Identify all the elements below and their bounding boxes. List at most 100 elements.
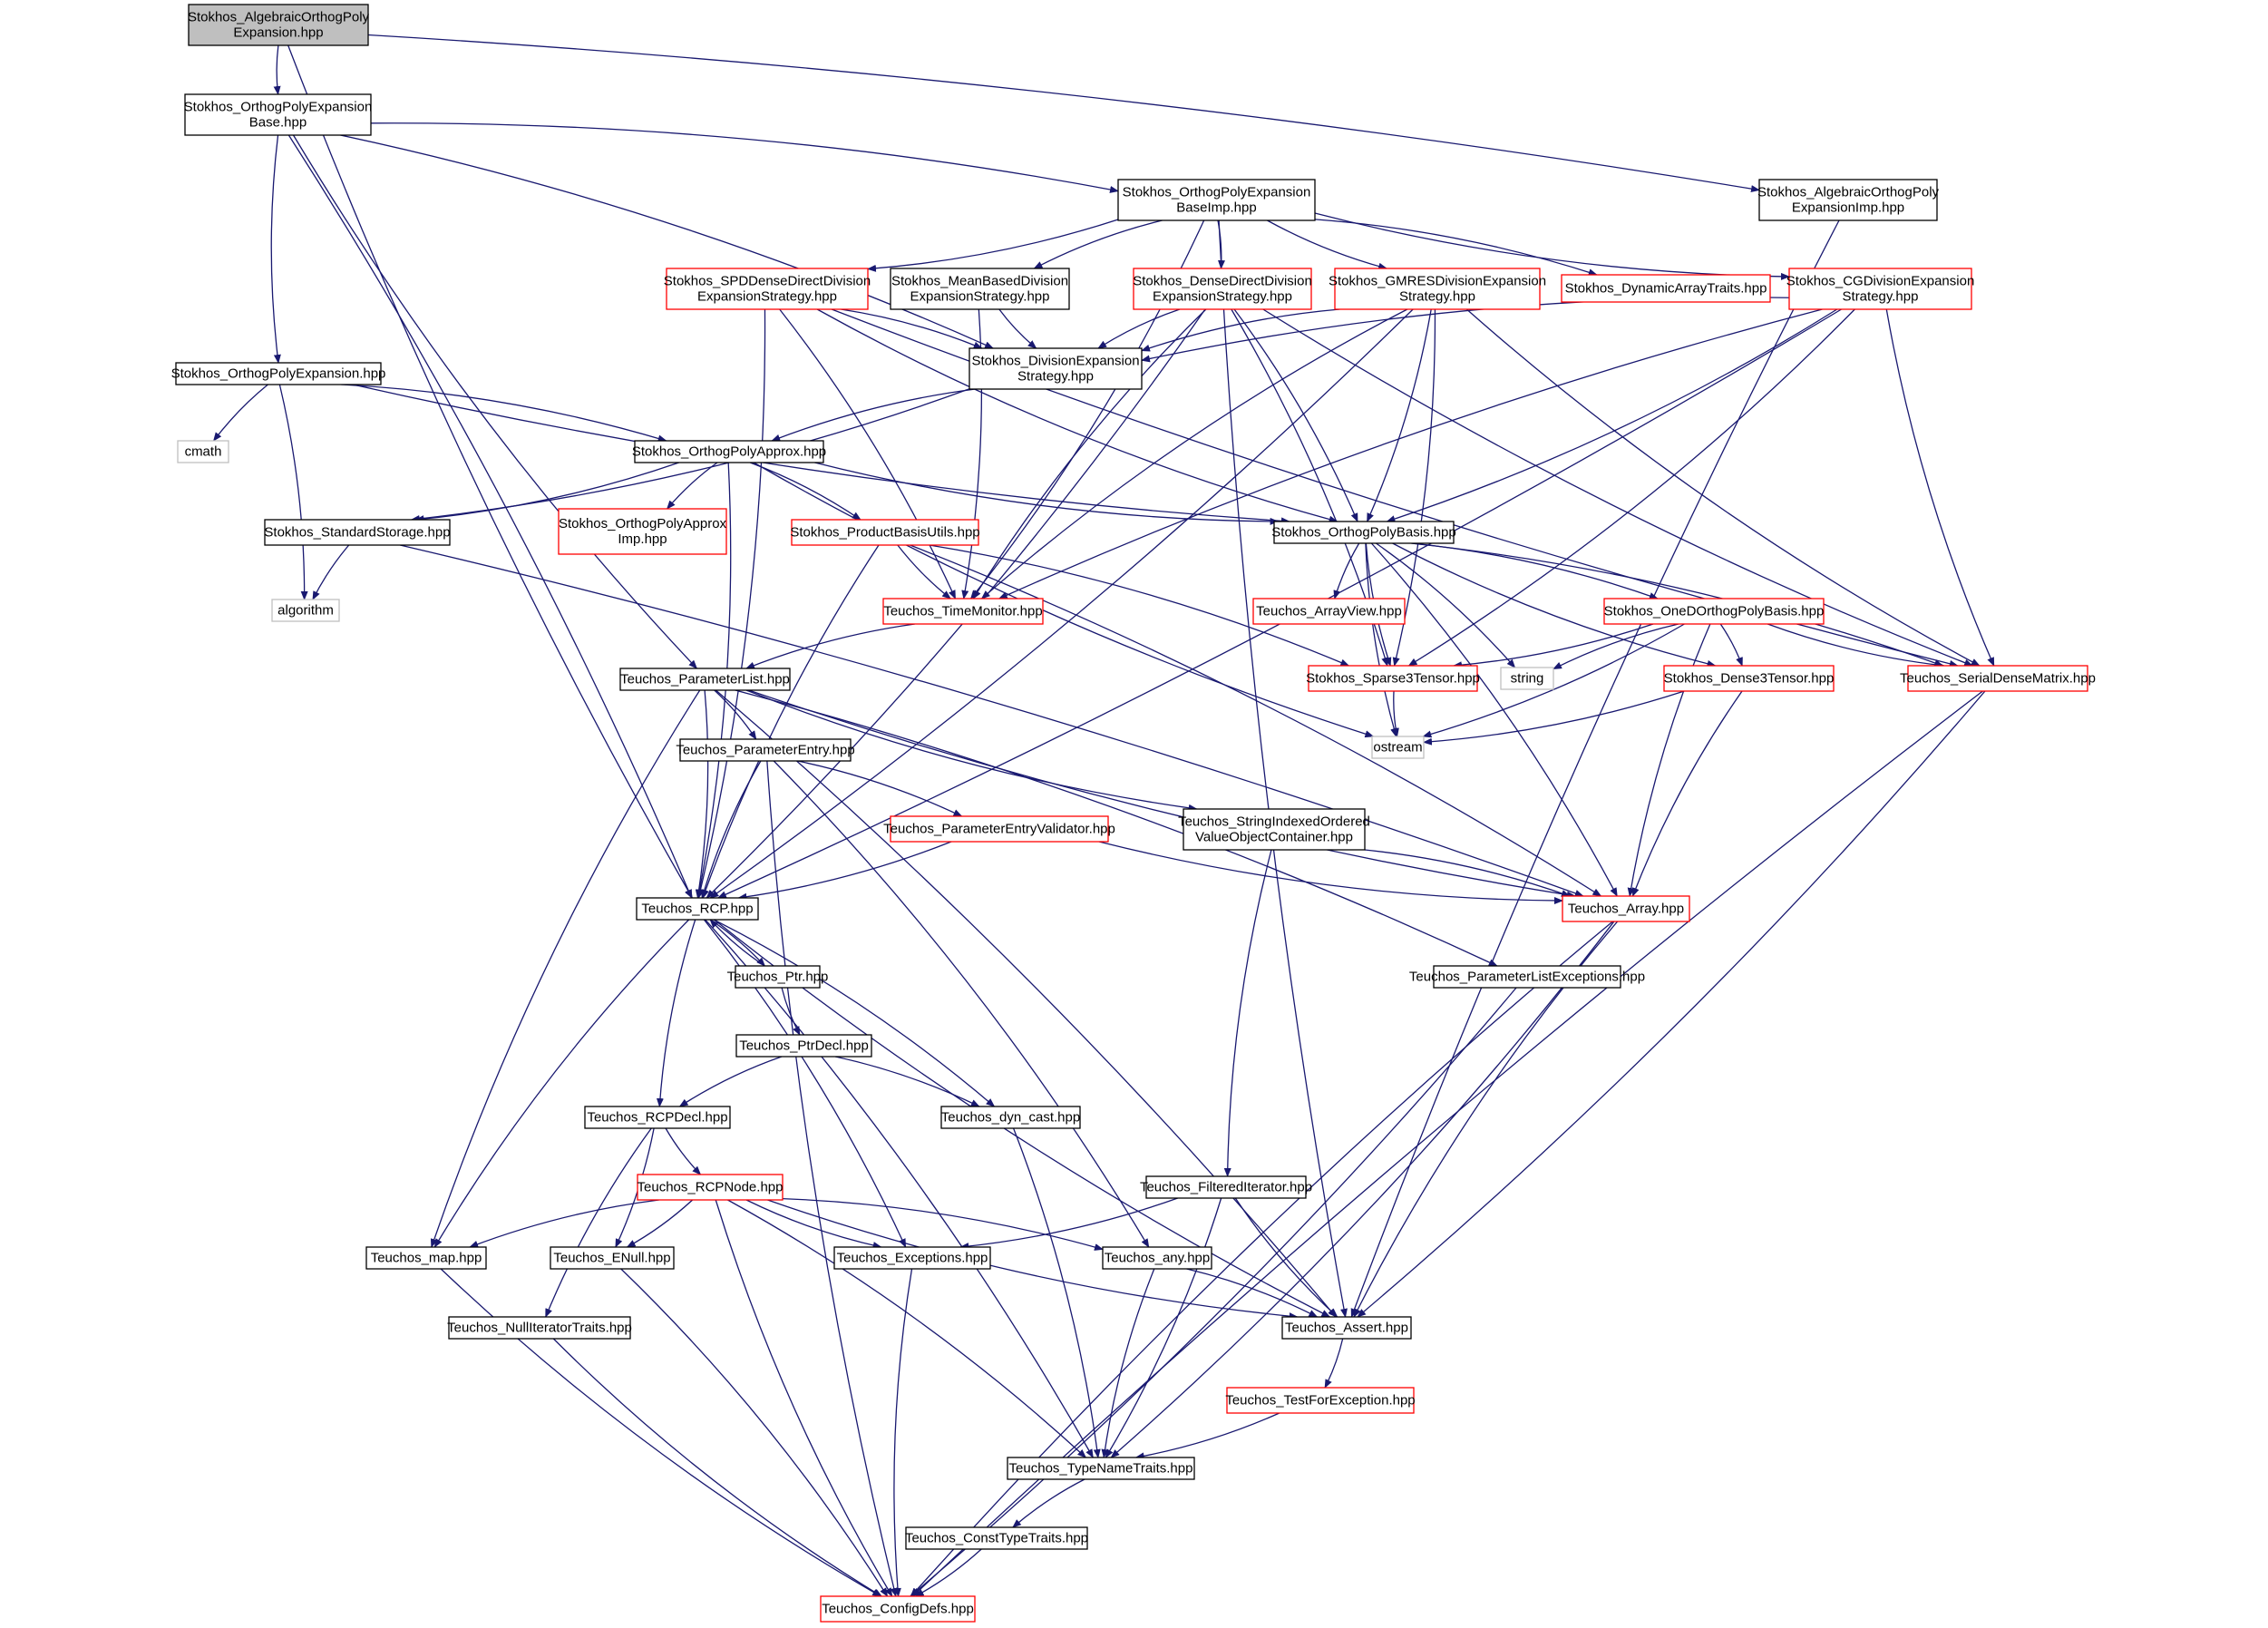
graph-node-n32[interactable]: Teuchos_Array.hpp — [1562, 895, 1690, 922]
graph-node-n7[interactable]: Stokhos_GMRESDivisionExpansionStrategy.h… — [1329, 268, 1546, 310]
edge-n31-to-n36 — [656, 919, 696, 1107]
graph-node-n25[interactable]: Stokhos_Dense3Tensor.hpp — [1663, 665, 1835, 692]
edge-n36-to-n45 — [545, 1127, 652, 1318]
node-label: cmath — [185, 444, 222, 460]
edge-n6-to-n26 — [1262, 308, 1974, 667]
graph-node-n14[interactable]: Stokhos_OrthogPolyBasis.hpp — [1271, 521, 1456, 544]
node-label: Teuchos_any.hpp — [1105, 1251, 1210, 1266]
node-label: Teuchos_NullIteratorTraits.hpp — [447, 1321, 632, 1336]
edge-n4-to-n14 — [816, 308, 1338, 523]
graph-node-n47[interactable]: Teuchos_TypeNameTraits.hpp — [1007, 1457, 1195, 1480]
node-box — [1433, 965, 1621, 989]
node-label: Stokhos_OrthogPolyApprox — [559, 516, 727, 531]
edge-n14-to-n25 — [1392, 542, 1717, 668]
graph-node-n6[interactable]: Stokhos_DenseDirectDivisionExpansionStra… — [1133, 268, 1312, 310]
edge-n38-to-n41 — [626, 1199, 694, 1248]
edge-n41-to-n49 — [620, 1268, 889, 1597]
node-label: Stokhos_CGDivisionExpansion — [1786, 274, 1975, 289]
node-box — [905, 1526, 1088, 1550]
graph-node-n35[interactable]: Teuchos_PtrDecl.hpp — [735, 1034, 872, 1058]
graph-node-n22[interactable]: Teuchos_ParameterList.hpp — [619, 668, 791, 691]
graph-node-n8[interactable]: Stokhos_DynamicArrayTraits.hpp — [1561, 274, 1771, 303]
edge-n26-to-n44 — [1357, 690, 1986, 1318]
graph-node-n39[interactable]: Teuchos_FilteredIterator.hpp — [1140, 1175, 1312, 1199]
edge-n29-to-n32 — [1364, 849, 1571, 897]
graph-node-n17[interactable]: Stokhos_ProductBasisUtils.hpp — [790, 519, 980, 546]
node-box — [448, 1316, 631, 1340]
graph-node-n45[interactable]: Teuchos_NullIteratorTraits.hpp — [447, 1316, 632, 1340]
graph-node-n41[interactable]: Teuchos_ENull.hpp — [550, 1246, 675, 1270]
node-label: Teuchos_RCP.hpp — [641, 902, 753, 917]
graph-node-n31[interactable]: Teuchos_RCP.hpp — [636, 897, 759, 921]
graph-node-n11[interactable]: Stokhos_OrthogPolyExpansion.hpp — [171, 362, 386, 385]
edge-n38-to-n44 — [767, 1199, 1299, 1321]
graph-node-n34[interactable]: Teuchos_ParameterListExceptions.hpp — [1409, 965, 1645, 989]
node-label: Teuchos_map.hpp — [371, 1251, 482, 1266]
node-box — [1663, 665, 1835, 692]
graph-node-n18[interactable]: algorithm — [271, 599, 340, 622]
node-label: Teuchos_dyn_cast.hpp — [941, 1110, 1080, 1126]
node-box — [735, 1034, 872, 1058]
node-label: Stokhos_Dense3Tensor.hpp — [1664, 671, 1835, 687]
graph-node-n2[interactable]: Stokhos_AlgebraicOrthogPolyExpansionImp.… — [1757, 179, 1940, 221]
node-label: Strategy.hpp — [1399, 289, 1475, 305]
graph-node-n4[interactable]: Stokhos_SPDDenseDirectDivisionExpansionS… — [664, 268, 871, 310]
graph-node-n27[interactable]: ostream — [1371, 736, 1425, 759]
graph-node-n33[interactable]: Teuchos_Ptr.hpp — [727, 965, 829, 989]
edge-n15-to-n18 — [312, 544, 350, 600]
graph-node-n19[interactable]: Teuchos_TimeMonitor.hpp — [882, 598, 1044, 625]
graph-node-n42[interactable]: Teuchos_Exceptions.hpp — [833, 1246, 991, 1270]
graph-node-n26[interactable]: Teuchos_SerialDenseMatrix.hpp — [1900, 665, 2096, 692]
graph-node-n40[interactable]: Teuchos_map.hpp — [365, 1246, 487, 1270]
graph-node-n13[interactable]: Stokhos_OrthogPolyApprox.hpp — [632, 440, 826, 463]
graph-node-n49[interactable]: Teuchos_ConfigDefs.hpp — [820, 1595, 976, 1623]
edge-n37-to-n47 — [1012, 1127, 1101, 1458]
edge-n5-to-n10 — [998, 308, 1037, 349]
graph-node-n12[interactable]: cmath — [177, 440, 229, 463]
node-box — [666, 268, 869, 310]
node-label: Teuchos_ParameterListExceptions.hpp — [1409, 970, 1645, 985]
graph-node-n36[interactable]: Teuchos_RCPDecl.hpp — [584, 1106, 731, 1129]
node-label: Teuchos_Exceptions.hpp — [837, 1251, 988, 1266]
edge-n32-to-n49 — [910, 921, 1613, 1597]
graph-node-n23[interactable]: Stokhos_Sparse3Tensor.hpp — [1306, 665, 1480, 692]
edge-n15-to-n32 — [400, 544, 1584, 897]
edge-n39-to-n44 — [1234, 1197, 1338, 1318]
graph-node-n44[interactable]: Teuchos_Assert.hpp — [1281, 1316, 1412, 1340]
node-box — [1562, 895, 1690, 922]
graph-node-n30[interactable]: Teuchos_ParameterEntryValidator.hpp — [883, 815, 1115, 843]
edge-n22-to-n40 — [430, 689, 701, 1248]
graph-node-n21[interactable]: Stokhos_OneDOrthogPolyBasis.hpp — [1603, 598, 1825, 625]
graph-node-n43[interactable]: Teuchos_any.hpp — [1102, 1246, 1212, 1270]
node-label: Strategy.hpp — [1843, 289, 1919, 305]
node-box — [1117, 179, 1316, 221]
node-label: Stokhos_ProductBasisUtils.hpp — [790, 525, 979, 541]
node-box — [1788, 268, 1972, 310]
edge-n38-to-n40 — [469, 1199, 659, 1248]
graph-node-n24[interactable]: string — [1500, 667, 1554, 690]
graph-node-n28[interactable]: Teuchos_ParameterEntry.hpp — [676, 738, 855, 762]
graph-node-n37[interactable]: Teuchos_dyn_cast.hpp — [940, 1106, 1081, 1129]
edge-n14-to-n32 — [1370, 542, 1618, 897]
graph-node-n38[interactable]: Teuchos_RCPNode.hpp — [637, 1174, 784, 1201]
node-box — [1281, 1316, 1412, 1340]
graph-node-n29[interactable]: Teuchos_StringIndexedOrderedValueObjectC… — [1178, 808, 1370, 851]
edge-n3-to-n5 — [1033, 219, 1163, 269]
edge-n6-to-n19 — [972, 308, 1207, 600]
node-label: Teuchos_FilteredIterator.hpp — [1140, 1180, 1312, 1195]
graph-node-n48[interactable]: Teuchos_ConstTypeTraits.hpp — [905, 1526, 1088, 1550]
graph-node-n46[interactable]: Teuchos_TestForException.hpp — [1225, 1387, 1416, 1414]
graph-node-n20[interactable]: Teuchos_ArrayView.hpp — [1252, 598, 1406, 625]
graph-node-n5[interactable]: Stokhos_MeanBasedDivisionExpansionStrate… — [890, 268, 1070, 310]
node-label: Teuchos_ConfigDefs.hpp — [822, 1602, 974, 1617]
node-box — [1334, 268, 1541, 310]
node-box — [619, 668, 791, 691]
node-box — [184, 93, 372, 136]
graph-node-n15[interactable]: Stokhos_StandardStorage.hpp — [264, 519, 451, 546]
